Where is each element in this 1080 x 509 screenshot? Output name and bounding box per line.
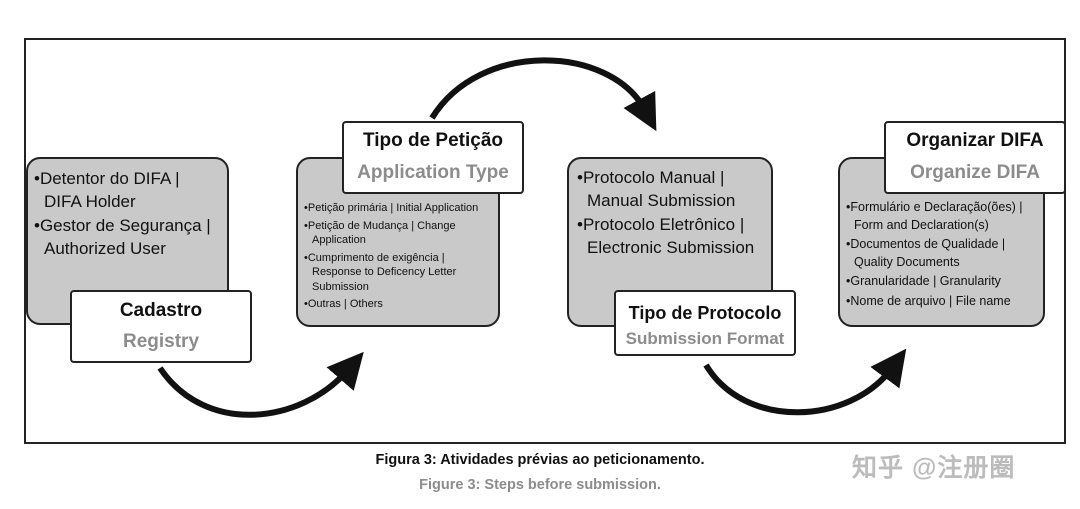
figure-caption-en: Figure 3: Steps before submission. — [419, 477, 661, 493]
step-1-item: Detentor do DIFA | DIFA Holder — [34, 167, 221, 213]
step-2-item: Cumprimento de exigência | Response to D… — [304, 251, 492, 295]
step-2-item: Petição de Mudança | Change Application — [304, 219, 492, 248]
step-2-item: Petição primária | Initial Application — [304, 201, 492, 216]
step-1-subtitle: Registry — [122, 331, 200, 352]
step-3-title: Tipo de Protocolo — [628, 303, 782, 323]
step-1-header: Cadastro Registry — [70, 290, 252, 363]
step-4-item: Formulário e Declaração(ões) | Form and … — [846, 199, 1037, 234]
step-1-title: Cadastro — [119, 300, 203, 321]
step-4-item: Granularidade | Granularity — [846, 273, 1037, 291]
arrow-2-to-3 — [429, 57, 657, 132]
step-4-item: Documentos de Qualidade | Quality Docume… — [846, 236, 1037, 271]
watermark: 知乎 @注册圈 — [852, 454, 1016, 482]
step-2-subtitle: Application Type — [357, 162, 509, 183]
step-3-item: Protocolo Eletrônico | Electronic Submis… — [577, 213, 765, 259]
step-4-item: Nome de arquivo | File name — [846, 293, 1037, 311]
step-4-subtitle: Organize DIFA — [910, 162, 1040, 183]
step-3-item: Protocolo Manual | Manual Submission — [577, 166, 765, 212]
arrow-3-to-4 — [703, 348, 907, 416]
arrow-1-to-2 — [157, 351, 364, 418]
step-2-title: Tipo de Petição — [362, 130, 504, 151]
figure-caption-pt: Figura 3: Atividades prévias ao peticion… — [375, 452, 705, 468]
step-2-header: Tipo de Petição Application Type — [342, 121, 524, 194]
step-2-item: Outras | Others — [304, 297, 492, 312]
step-4-title: Organizar DIFA — [906, 130, 1044, 151]
step-3-subtitle: Submission Format — [625, 329, 785, 348]
step-3-header: Tipo de Protocolo Submission Format — [614, 290, 796, 356]
step-1-item: Gestor de Segurança | Authorized User — [34, 214, 221, 260]
step-4-header: Organizar DIFA Organize DIFA — [884, 121, 1066, 194]
